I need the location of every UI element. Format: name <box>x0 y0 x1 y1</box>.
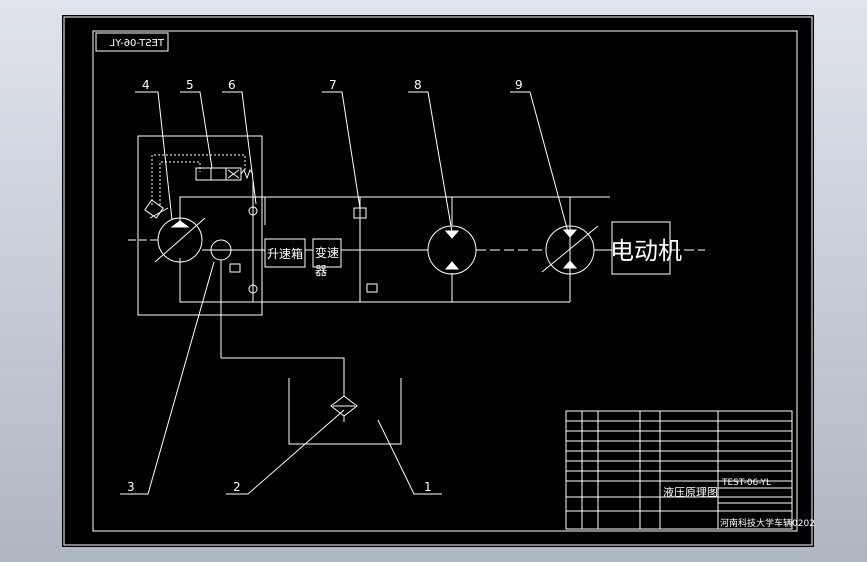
balloon-1: 1 <box>424 480 432 494</box>
check-valve-lower <box>248 284 258 294</box>
leader-8 <box>408 91 453 233</box>
pump-station-outline <box>137 135 263 316</box>
suction-line-horizontal <box>221 357 345 396</box>
balloon-6: 6 <box>228 78 236 92</box>
pump-9-arrow-top <box>562 229 578 238</box>
speed-changer-label-bottom: 器 <box>315 264 327 278</box>
balloon-9: 9 <box>515 78 523 92</box>
mirrored-drawing-code: TEST-06-YL <box>109 38 165 49</box>
inner-border <box>92 30 798 532</box>
reservoir-tank <box>288 378 402 445</box>
speed-increaser-label: 升速箱 <box>267 246 303 261</box>
leader-5 <box>180 91 213 169</box>
leader-4 <box>135 91 173 221</box>
motor-8-arrow-bottom <box>444 261 460 270</box>
balloon-2: 2 <box>233 480 241 494</box>
electric-motor-box <box>611 221 671 275</box>
balloon-3: 3 <box>127 480 135 494</box>
leader-9 <box>510 91 569 233</box>
pump-4-arrow <box>170 220 190 228</box>
pump-9-arrow-bottom <box>562 260 578 269</box>
main-circuit-lower <box>179 258 570 303</box>
lower-valve-7 <box>366 283 378 293</box>
pilot-line-2 <box>159 161 201 205</box>
balloon-8: 8 <box>414 78 422 92</box>
leader-6 <box>222 91 257 205</box>
main-circuit-upper <box>179 196 610 222</box>
speed-changer-box <box>312 238 342 268</box>
electric-motor-label: 电动机 <box>610 237 682 265</box>
pump-4-variable-arrow <box>154 217 206 263</box>
leader-1 <box>377 419 442 495</box>
drawing-canvas <box>62 15 814 547</box>
leader-2 <box>226 409 345 495</box>
valve-spring <box>240 168 254 180</box>
pilot-line-1 <box>151 154 246 205</box>
balloon-7: 7 <box>329 78 337 92</box>
speed-increaser-box <box>264 238 306 268</box>
leader-7 <box>322 91 361 209</box>
leader-3 <box>120 261 215 495</box>
balloon-4: 4 <box>142 78 150 92</box>
title-block-title: 液压原理图 <box>663 485 718 499</box>
relief-valve-4-tick <box>149 207 169 219</box>
title-block-school: 河南科技大学车辆0202 <box>720 517 815 529</box>
title-block <box>565 410 793 530</box>
speed-changer-label-top: 变速 <box>315 245 339 260</box>
small-valve-aux <box>229 263 241 273</box>
pump-9-variable-arrow <box>541 225 599 273</box>
code-stamp-box <box>95 32 169 52</box>
outer-border <box>63 16 813 546</box>
balloon-5: 5 <box>186 78 194 92</box>
valve-cross-b <box>227 169 240 179</box>
title-block-code: TEST-06-YL <box>721 478 771 488</box>
check-valve-upper <box>248 206 258 216</box>
